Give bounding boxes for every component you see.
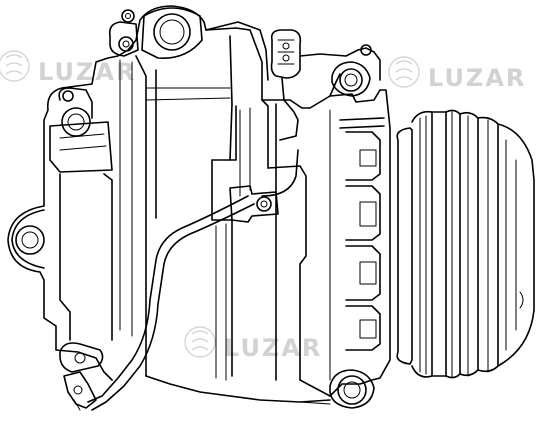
watermark-top-left: LUZAR bbox=[0, 50, 136, 86]
mounting-ear-left bbox=[11, 209, 45, 269]
front-head bbox=[299, 61, 391, 409]
rear-housing bbox=[7, 5, 269, 411]
bolt-top bbox=[121, 9, 135, 23]
watermark-brand: LUZAR bbox=[38, 58, 136, 86]
watermark-emblem-icon bbox=[0, 50, 30, 82]
watermark-brand: LUZAR bbox=[224, 334, 322, 362]
clutch-pulley bbox=[396, 109, 535, 379]
suction-port bbox=[141, 7, 203, 59]
electrical-connector bbox=[270, 29, 381, 141]
watermark-emblem-icon bbox=[388, 56, 420, 88]
watermark-top-right: LUZAR bbox=[388, 56, 526, 92]
mounting-boss-top bbox=[331, 61, 371, 97]
sensor-wire bbox=[87, 149, 299, 411]
watermark-brand: LUZAR bbox=[428, 64, 526, 92]
watermark-emblem-icon bbox=[184, 326, 216, 358]
watermark-bottom-center: LUZAR bbox=[184, 326, 322, 362]
discharge-port bbox=[58, 87, 93, 137]
fitting-top-left bbox=[108, 21, 139, 57]
mounting-boss-bottom bbox=[299, 369, 375, 409]
